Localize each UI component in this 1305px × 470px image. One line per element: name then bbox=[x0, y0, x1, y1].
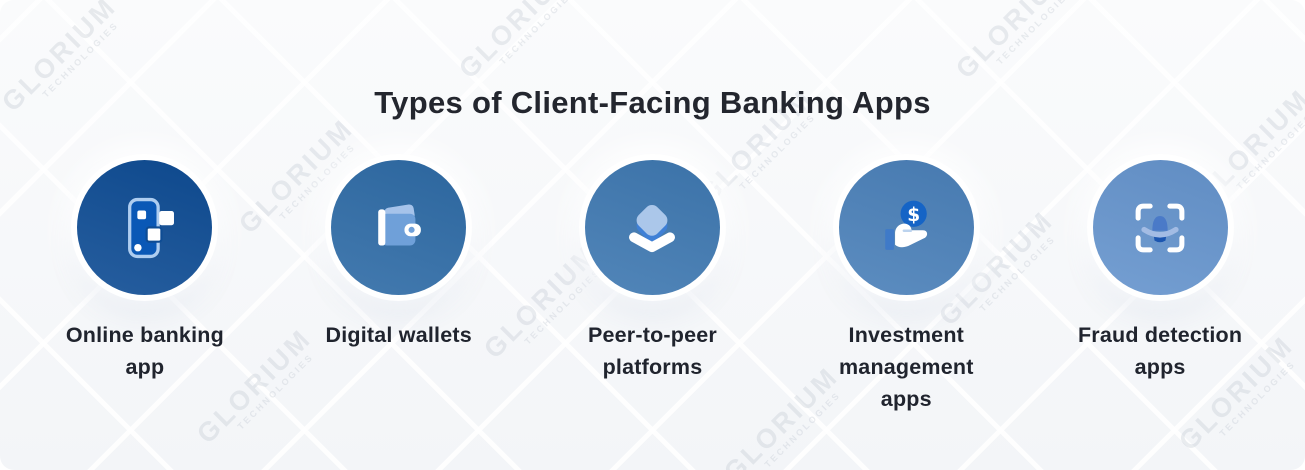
item-label: Online banking app bbox=[65, 323, 224, 379]
item-digital-wallets: Digital wallets bbox=[272, 160, 526, 415]
item-investment-management-apps: $ Investment management apps bbox=[779, 160, 1033, 415]
wallet-icon bbox=[377, 203, 421, 245]
investment-management-circle: $ bbox=[838, 160, 974, 295]
page-title: Types of Client-Facing Banking Apps bbox=[374, 84, 931, 120]
item-label: Peer-to-peer platforms bbox=[587, 323, 718, 379]
spy-scan-icon bbox=[1135, 203, 1185, 252]
item-online-banking-app: Online banking app bbox=[18, 160, 272, 415]
stacked-layers-icon bbox=[629, 204, 676, 252]
svg-text:$: $ bbox=[907, 204, 920, 225]
item-label: Digital wallets bbox=[325, 323, 472, 347]
item-peer-to-peer-platforms: Peer-to-peer platforms bbox=[526, 160, 780, 415]
fraud-detection-circle bbox=[1092, 160, 1228, 295]
mobile-banking-icon bbox=[127, 197, 174, 258]
hand-holding-coin-icon: $ bbox=[885, 200, 928, 250]
items-row: Online banking app Digital wallets bbox=[18, 160, 1287, 415]
item-label: Fraud detection apps bbox=[1077, 323, 1243, 379]
peer-to-peer-circle bbox=[584, 160, 720, 295]
online-banking-circle bbox=[77, 160, 213, 295]
item-label: Investment management apps bbox=[838, 323, 974, 411]
item-fraud-detection-apps: Fraud detection apps bbox=[1033, 160, 1287, 415]
digital-wallets-circle bbox=[331, 160, 467, 295]
